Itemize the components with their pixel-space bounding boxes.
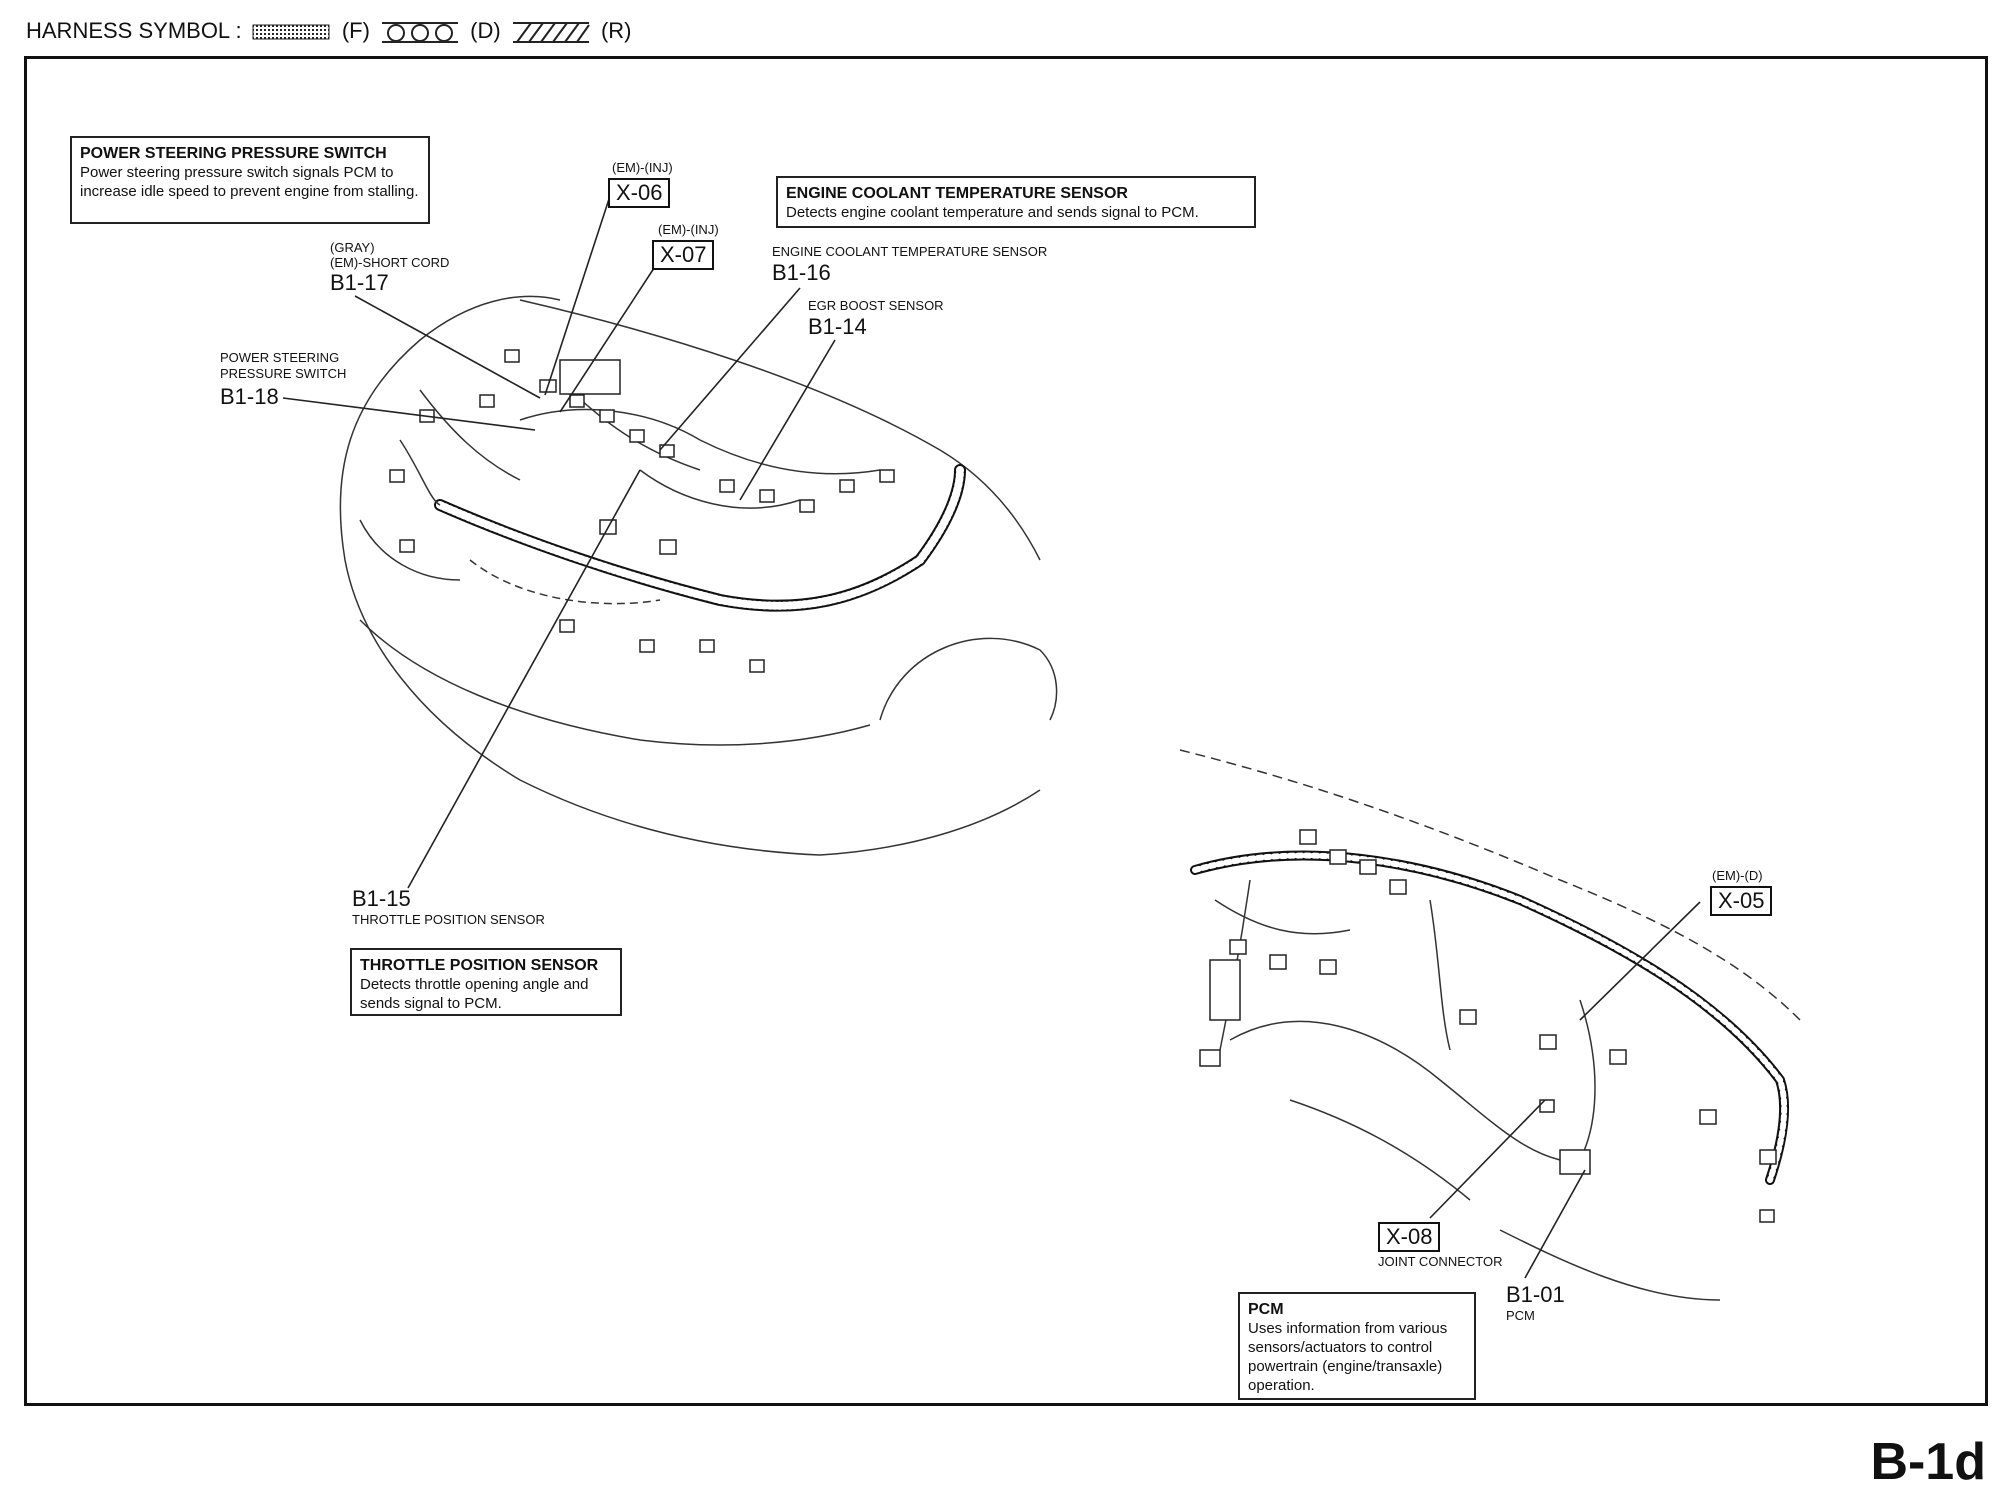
callout-engine-coolant-temperature-sensor: ENGINE COOLANT TEMPERATURE SENSOR Detect… — [776, 176, 1256, 228]
connector-b1-18: B1-18 — [220, 384, 279, 409]
headlamp-outline — [359, 519, 461, 581]
b1-18-line1: POWER STEERING — [220, 350, 340, 365]
legend-d-label: (D) — [470, 18, 501, 43]
b1-14-desc: EGR BOOST SENSOR — [808, 298, 944, 313]
dash-harness-d — [1190, 850, 1790, 1185]
callout-body: Detects throttle opening angle and sends… — [360, 976, 589, 1012]
page-code: B-1d — [1870, 1433, 1986, 1491]
harness-d-symbol — [382, 22, 459, 44]
bumper-line — [359, 619, 871, 746]
callout-title: POWER STEERING PRESSURE SWITCH — [80, 145, 387, 162]
connector-b1-01: B1-01 — [1506, 1282, 1565, 1307]
harness-r-symbol — [512, 22, 590, 44]
b1-17-line2: (EM)-SHORT CORD — [330, 255, 450, 270]
harness-symbol-legend: HARNESS SYMBOL : (F) (D) (R) — [26, 18, 632, 44]
b1-16-desc: ENGINE COOLANT TEMPERATURE SENSOR — [772, 244, 1048, 259]
b1-17-line1: (GRAY) — [330, 240, 375, 255]
legend-title: HARNESS SYMBOL : — [26, 18, 242, 43]
connector-x07: X-07 — [652, 240, 715, 270]
lower-connector-blocks — [1199, 829, 1777, 1223]
x06-tag: (EM)-(INJ) — [612, 160, 673, 175]
connector-b1-16: B1-16 — [772, 260, 831, 285]
x07-tag: (EM)-(INJ) — [658, 222, 719, 237]
callout-body: Power steering pressure switch signals P… — [80, 164, 419, 200]
hood-line — [519, 299, 1041, 561]
callout-title: ENGINE COOLANT TEMPERATURE SENSOR — [786, 185, 1128, 202]
connector-x05: X-05 — [1710, 886, 1773, 916]
upper-leader-lines — [282, 195, 836, 889]
lower-leader-lines — [1429, 901, 1701, 1279]
callout-power-steering-pressure-switch: POWER STEERING PRESSURE SWITCH Power ste… — [70, 136, 430, 224]
connector-b1-15: B1-15 — [352, 886, 411, 911]
diagram-frame — [24, 56, 1988, 1406]
connector-x08: X-08 — [1378, 1222, 1441, 1252]
connector-x06: X-06 — [608, 178, 671, 208]
callout-throttle-position-sensor: THROTTLE POSITION SENSOR Detects throttl… — [350, 948, 622, 1016]
callout-title: THROTTLE POSITION SENSOR — [360, 957, 599, 974]
x08-desc: JOINT CONNECTOR — [1378, 1254, 1503, 1269]
callout-pcm: PCM Uses information from various sensor… — [1238, 1292, 1476, 1400]
b1-01-desc: PCM — [1506, 1308, 1535, 1323]
fender-arch — [879, 637, 1058, 721]
connector-b1-14: B1-14 — [808, 314, 867, 339]
front-body-outline — [339, 295, 1041, 856]
callout-body: Detects engine coolant temperature and s… — [786, 204, 1199, 221]
grille-line — [469, 559, 661, 605]
console-outline — [1229, 1020, 1561, 1161]
harness-f-symbol — [252, 24, 330, 40]
callout-body: Uses information from various sensors/ac… — [1248, 1320, 1448, 1394]
x05-tag: (EM)-(D) — [1712, 868, 1763, 883]
callout-title: PCM — [1248, 1301, 1284, 1318]
legend-f-label: (F) — [341, 18, 370, 43]
legend-r-label: (R) — [600, 18, 632, 43]
b1-15-desc: THROTTLE POSITION SENSOR — [352, 912, 545, 927]
b1-18-line2: PRESSURE SWITCH — [220, 366, 347, 381]
connector-b1-17: B1-17 — [330, 270, 389, 295]
